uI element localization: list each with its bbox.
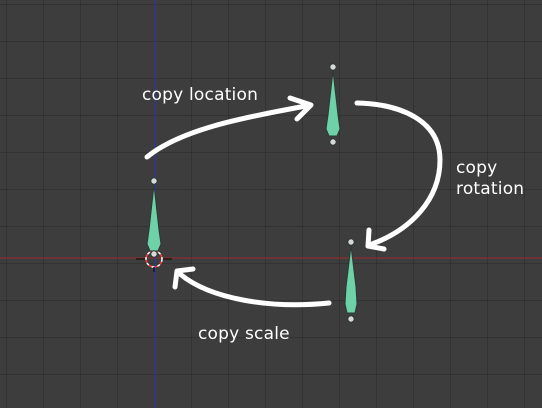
- copy-location-label: copy location: [142, 85, 259, 105]
- bone-icon[interactable]: [344, 238, 358, 323]
- curved-arrow-icon: [144, 95, 314, 160]
- bone-icon[interactable]: [325, 63, 341, 146]
- bone-icon[interactable]: [146, 177, 162, 258]
- curved-arrow-icon: [354, 100, 443, 252]
- copy-scale-label: copy scale: [198, 324, 290, 344]
- copy-rotation-label-line1: copy: [456, 158, 498, 178]
- curved-arrow-icon: [172, 266, 332, 308]
- copy-rotation-label-line2: rotation: [456, 179, 525, 199]
